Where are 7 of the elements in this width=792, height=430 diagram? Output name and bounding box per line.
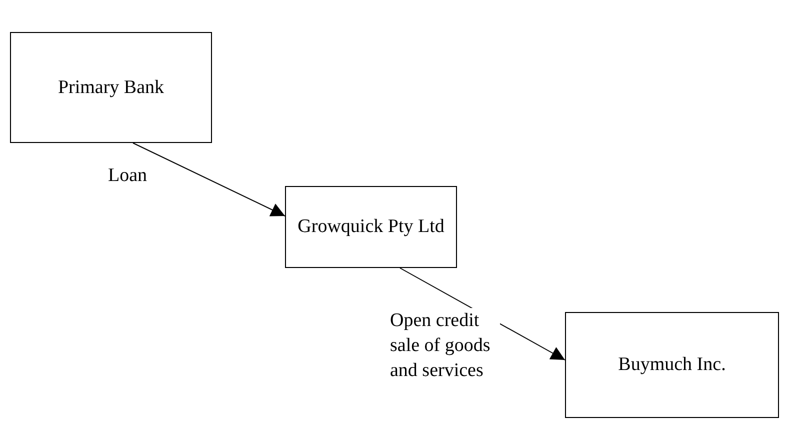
entity-box [285,186,457,268]
entity-box [565,312,779,418]
arrow [132,142,286,216]
entity-name: Buymuch Inc. [618,354,726,376]
entity-name: Primary Bank [58,76,164,98]
entity-name: Growquick Pty Ltd [298,216,444,238]
entity-box [10,32,212,143]
